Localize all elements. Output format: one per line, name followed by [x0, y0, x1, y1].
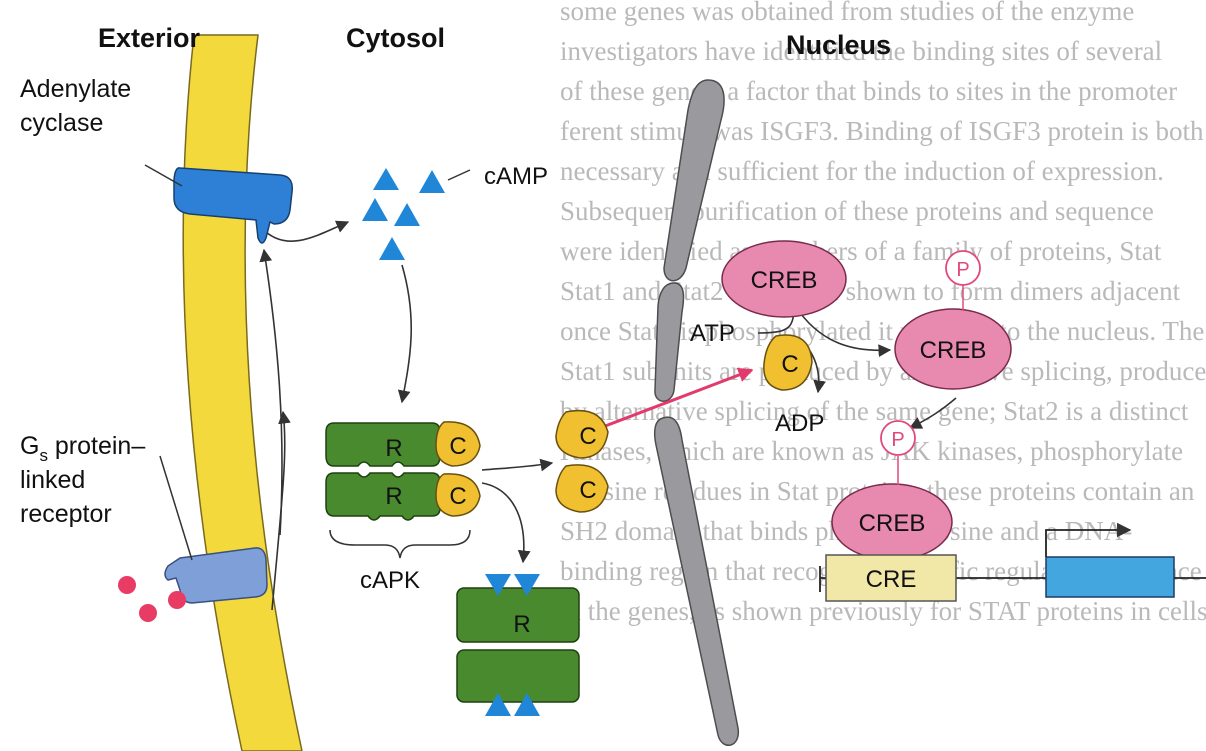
- arrow-receptor-to-cyclase: [271, 410, 291, 611]
- receptor-leader-line: [159, 455, 193, 561]
- label-c: C: [449, 483, 466, 510]
- catalytic-subunit: [555, 464, 609, 513]
- transcription-start-arrow: [1045, 522, 1132, 557]
- label-c: C: [449, 433, 466, 460]
- capk-bracket: [329, 529, 471, 559]
- label-phosphate: P: [891, 429, 904, 451]
- phosphate-circle: [880, 420, 916, 456]
- label-c: C: [579, 477, 596, 504]
- label-adenylate-line2: cyclase: [20, 109, 103, 137]
- camp-triangle: [362, 198, 388, 221]
- camp-triangle: [419, 170, 445, 193]
- label-creb: CREB: [859, 510, 926, 537]
- cre-element: [825, 554, 957, 602]
- plasma-membrane: [182, 34, 303, 751]
- regulatory-subunit: [325, 422, 441, 467]
- catalytic-subunit-bound: [435, 473, 481, 517]
- camp-triangle: [485, 574, 511, 596]
- header-exterior: Exterior: [98, 23, 201, 53]
- creb-molecules: [721, 240, 1012, 561]
- arrow-capk-to-catalytic: [481, 458, 554, 472]
- bg-line: Stat1 and Stat2 have been shown to form …: [560, 276, 1181, 306]
- label-adenylate-line1: Adenylate: [20, 75, 131, 103]
- label-phosphate: P: [956, 259, 969, 281]
- label-c: C: [781, 351, 798, 378]
- camp-triangle: [514, 693, 540, 716]
- camp-triangle: [394, 203, 420, 226]
- adenylate-leader-line: [144, 164, 183, 187]
- released-regulatory-dimer: [456, 574, 580, 716]
- gene-box: [1045, 556, 1175, 598]
- catalytic-subunit-bound: [435, 421, 481, 467]
- adenylate-cyclase: [173, 167, 293, 244]
- camp-triangle: [514, 574, 540, 596]
- label-c: C: [579, 423, 596, 450]
- header-cytosol: Cytosol: [346, 23, 445, 53]
- regulatory-subunit: [325, 472, 441, 521]
- arrow-receptor-to-cyclase: [259, 248, 283, 536]
- label-adp: ADP: [775, 410, 824, 437]
- bg-line: by alternative splicing of the same gene…: [560, 396, 1189, 426]
- label-capk: cAPK: [360, 567, 420, 594]
- label-receptor-line2: linked: [20, 466, 85, 494]
- label-r: R: [385, 435, 402, 462]
- nuclear-envelope: [653, 79, 739, 746]
- regulatory-subunit: [456, 649, 580, 703]
- phosphate-circle: [945, 250, 981, 286]
- regulatory-subunit: [456, 587, 580, 643]
- bg-line: were identified as members of a family o…: [560, 236, 1162, 266]
- label-r: R: [513, 611, 530, 638]
- free-catalytic-subunits: [555, 334, 813, 513]
- arrow-cyclase-to-camp: [265, 220, 350, 242]
- label-creb: CREB: [751, 267, 818, 294]
- catalytic-subunit: [555, 409, 609, 459]
- label-creb: CREB: [920, 337, 987, 364]
- label-receptor-line3: receptor: [20, 500, 112, 528]
- bg-line: Kinases, which are known as JAK kinases,…: [560, 436, 1183, 466]
- label-receptor-line1: Gs protein–: [20, 432, 145, 465]
- ligand-dot: [168, 591, 186, 609]
- camp-molecules: [362, 168, 445, 260]
- creb-phosphorylated: [894, 308, 1012, 390]
- nuclear-envelope-segment: [653, 416, 739, 746]
- camp-triangle: [379, 237, 405, 260]
- arrow-camp-to-capk: [397, 264, 413, 404]
- bg-line: some genes was obtained from studies of …: [560, 0, 1134, 26]
- nuclear-envelope-segment: [654, 282, 685, 402]
- ligand-molecules: [118, 576, 186, 622]
- arrow-capk-to-regulatory: [481, 482, 531, 564]
- phosphate-groups: [880, 250, 981, 485]
- ligand-dot: [118, 576, 136, 594]
- bg-line: of these genes; a factor that binds to s…: [560, 76, 1177, 106]
- dna-strand: [819, 522, 1206, 602]
- gs-protein-linked-receptor: [164, 547, 268, 604]
- arrow-phospho-creb-to-cre: [908, 397, 957, 429]
- bg-line: Subsequent purification of these protein…: [560, 196, 1154, 226]
- arrow-catalytic-to-nucleus: [599, 367, 754, 430]
- label-camp: cAMP: [484, 163, 548, 190]
- label-atp: ATP: [690, 320, 735, 347]
- label-r: R: [385, 483, 402, 510]
- label-cre: CRE: [866, 566, 917, 593]
- ligand-dot: [139, 604, 157, 622]
- camp-leader-line: [447, 169, 471, 181]
- camp-triangle: [373, 168, 399, 190]
- header-nucleus: Nucleus: [786, 30, 891, 60]
- bg-line: investigators have identified the bindin…: [560, 36, 1162, 66]
- capk-complex: [325, 421, 481, 521]
- bg-line: ferent stimuli was ISGF3. Binding of ISG…: [560, 116, 1204, 146]
- process-arrows: [259, 220, 957, 611]
- creb-unphosphorylated: [721, 240, 847, 318]
- nuclear-envelope-segment: [663, 79, 725, 282]
- bg-line: necessary and sufficient for the inducti…: [560, 156, 1164, 186]
- camp-triangle: [485, 693, 511, 716]
- catalytic-subunit-nuclear: [763, 334, 813, 391]
